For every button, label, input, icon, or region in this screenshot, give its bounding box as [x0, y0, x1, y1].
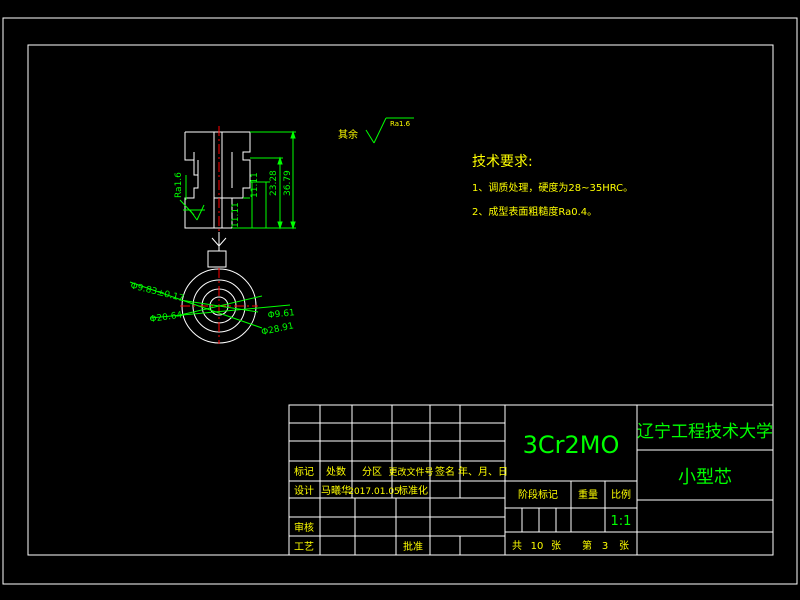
dim-v3: 23.28: [269, 170, 279, 196]
requirement-item-2: 2、成型表面粗糙度Ra0.4。: [472, 205, 597, 218]
dim-dia3: Φ9.61: [267, 308, 295, 321]
process-label: 工艺: [294, 541, 314, 553]
total-value: 10: [531, 541, 544, 552]
designer-label: 设计: [294, 484, 314, 497]
requirements-title: 技术要求:: [472, 154, 533, 170]
requirement-item-1: 1、调质处理，硬度为28~35HRC。: [472, 181, 633, 194]
outer-border: [2, 17, 798, 585]
dim-dia4: Φ28.91: [261, 321, 295, 338]
dim-dia2: Φ20.64: [149, 310, 183, 325]
design-date: 2017.01.05: [348, 487, 400, 497]
roughness-symbol: [365, 117, 414, 144]
dim-side-left: Ra1.6: [174, 172, 184, 198]
total-label: 共: [512, 540, 522, 552]
header-change-doc: 更改文件号: [388, 466, 433, 478]
roughness-label: 其余: [338, 128, 358, 141]
page-label: 第: [582, 539, 592, 552]
school-name: 辽宁工程技术大学: [637, 422, 773, 442]
roughness-value: Ra1.6: [390, 120, 411, 128]
part-name: 小型芯: [678, 467, 732, 488]
dim-v1: 11.11: [231, 202, 241, 228]
page-unit: 张: [619, 540, 629, 552]
standardize-label: 标准化: [398, 484, 428, 497]
total-unit: 张: [551, 540, 561, 552]
stage-label: 阶段标记: [518, 488, 558, 501]
header-mark: 标记: [294, 466, 314, 478]
title-block-grid: [288, 404, 774, 556]
material: 3Cr2MO: [523, 431, 620, 459]
review-label: 审核: [294, 521, 314, 534]
top-dimensions: [129, 281, 291, 329]
page-value: 3: [602, 541, 608, 552]
side-dimensions: [179, 130, 296, 230]
weight-label: 重量: [578, 488, 598, 501]
scale-value: 1:1: [611, 514, 632, 529]
dim-v2: 11.11: [250, 172, 260, 198]
dim-v4: 36.79: [283, 170, 293, 196]
dim-dia1: Φ9.83±0.17: [129, 281, 184, 304]
header-zone: 分区: [362, 466, 382, 478]
designer-name: 马曦华: [321, 484, 351, 497]
header-count: 处数: [326, 465, 346, 478]
scale-label: 比例: [611, 488, 631, 501]
approve-label: 批准: [403, 540, 423, 553]
header-date: 年、月、日: [458, 465, 508, 478]
header-sign: 签名: [435, 465, 455, 478]
